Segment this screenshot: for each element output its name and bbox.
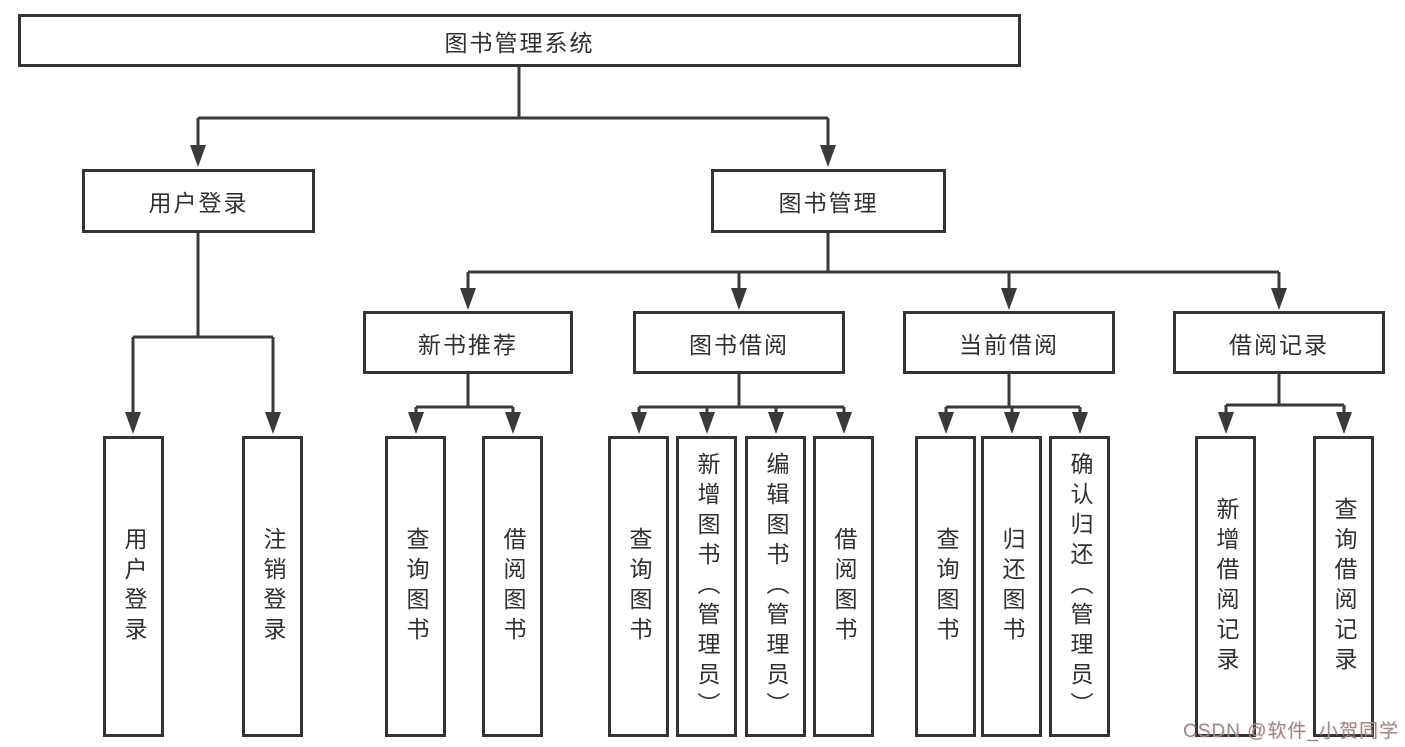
leaf-edit-book-admin: 编辑图书（管理员） xyxy=(745,436,806,737)
leaf-query-books-current: 查询图书 xyxy=(915,436,976,737)
leaf-confirm-return-admin: 确认归还（管理员） xyxy=(1049,436,1110,737)
arrowhead-down-icon xyxy=(460,288,476,310)
node-root-system: 图书管理系统 xyxy=(18,14,1021,67)
node-book-borrowing: 图书借阅 xyxy=(633,311,845,374)
node-root-label: 图书管理系统 xyxy=(444,29,595,56)
leaf-label: 查询图书 xyxy=(403,526,429,647)
leaf-label: 借阅图书 xyxy=(500,526,526,647)
arrowhead-down-icon xyxy=(1001,288,1017,310)
node-label: 用户登录 xyxy=(148,190,249,216)
connector-user-login-branch xyxy=(131,233,275,413)
leaf-label: 注销登录 xyxy=(260,526,286,647)
arrowheads xyxy=(125,145,1352,434)
arrowhead-down-icon xyxy=(768,412,784,434)
node-user-login-branch: 用户登录 xyxy=(82,169,315,233)
connector-new-book-branch xyxy=(414,374,515,413)
arrowhead-down-icon xyxy=(190,145,206,167)
leaf-return-books: 归还图书 xyxy=(981,436,1042,737)
leaf-add-borrow-record: 新增借阅记录 xyxy=(1195,436,1256,737)
connector-book-borrow-branch xyxy=(637,374,846,413)
leaf-query-borrow-record: 查询借阅记录 xyxy=(1313,436,1374,737)
leaf-label: 确认归还（管理员） xyxy=(1067,451,1093,722)
connector-root-to-level2 xyxy=(196,67,830,146)
arrowhead-down-icon xyxy=(631,412,647,434)
leaf-label: 编辑图书（管理员） xyxy=(763,451,789,722)
connector-current-borrow-branch xyxy=(944,374,1082,413)
node-book-management-branch: 图书管理 xyxy=(711,169,946,233)
node-current-borrowing: 当前借阅 xyxy=(903,311,1115,374)
leaf-label: 新增借阅记录 xyxy=(1213,496,1239,677)
leaf-borrow-books-recommend: 借阅图书 xyxy=(482,436,543,737)
node-label: 图书管理 xyxy=(778,190,879,216)
leaf-add-book-admin: 新增图书（管理员） xyxy=(676,436,737,737)
leaf-label: 借阅图书 xyxy=(831,526,857,647)
node-label: 借阅记录 xyxy=(1229,331,1329,358)
node-label: 新书推荐 xyxy=(418,331,518,358)
leaf-label: 归还图书 xyxy=(999,526,1025,647)
arrowhead-down-icon xyxy=(125,412,141,434)
node-borrow-records: 借阅记录 xyxy=(1173,311,1385,374)
node-label: 当前借阅 xyxy=(959,331,1059,358)
leaf-label: 查询图书 xyxy=(933,526,959,647)
leaf-user-login: 用户登录 xyxy=(103,436,164,737)
arrowhead-down-icon xyxy=(505,412,521,434)
leaf-label: 查询借阅记录 xyxy=(1331,496,1357,677)
arrowhead-down-icon xyxy=(731,288,747,310)
connector-book-mgmt-to-level3 xyxy=(466,233,1281,289)
leaf-label: 用户登录 xyxy=(121,526,147,647)
arrowhead-down-icon xyxy=(1218,412,1234,434)
node-label: 图书借阅 xyxy=(689,331,789,358)
arrowhead-down-icon xyxy=(1004,412,1020,434)
arrowhead-down-icon xyxy=(699,412,715,434)
connector-borrow-records-branch xyxy=(1224,374,1346,413)
node-new-book-recommend: 新书推荐 xyxy=(363,311,573,374)
arrowhead-down-icon xyxy=(408,412,424,434)
arrowhead-down-icon xyxy=(836,412,852,434)
leaf-borrow-books: 借阅图书 xyxy=(813,436,874,737)
leaf-label: 查询图书 xyxy=(626,526,652,647)
arrowhead-down-icon xyxy=(938,412,954,434)
leaf-logout: 注销登录 xyxy=(242,436,303,737)
leaf-query-books-borrowing: 查询图书 xyxy=(608,436,669,737)
leaf-query-books-recommend: 查询图书 xyxy=(385,436,446,737)
arrowhead-down-icon xyxy=(820,145,836,167)
watermark-text: CSDN @软件_小贺同学 xyxy=(1183,721,1399,742)
leaf-label: 新增图书（管理员） xyxy=(694,451,720,722)
arrowhead-down-icon xyxy=(1072,412,1088,434)
connector-lines xyxy=(131,67,1346,413)
arrowhead-down-icon xyxy=(1336,412,1352,434)
arrowhead-down-icon xyxy=(265,412,281,434)
arrowhead-down-icon xyxy=(1271,288,1287,310)
